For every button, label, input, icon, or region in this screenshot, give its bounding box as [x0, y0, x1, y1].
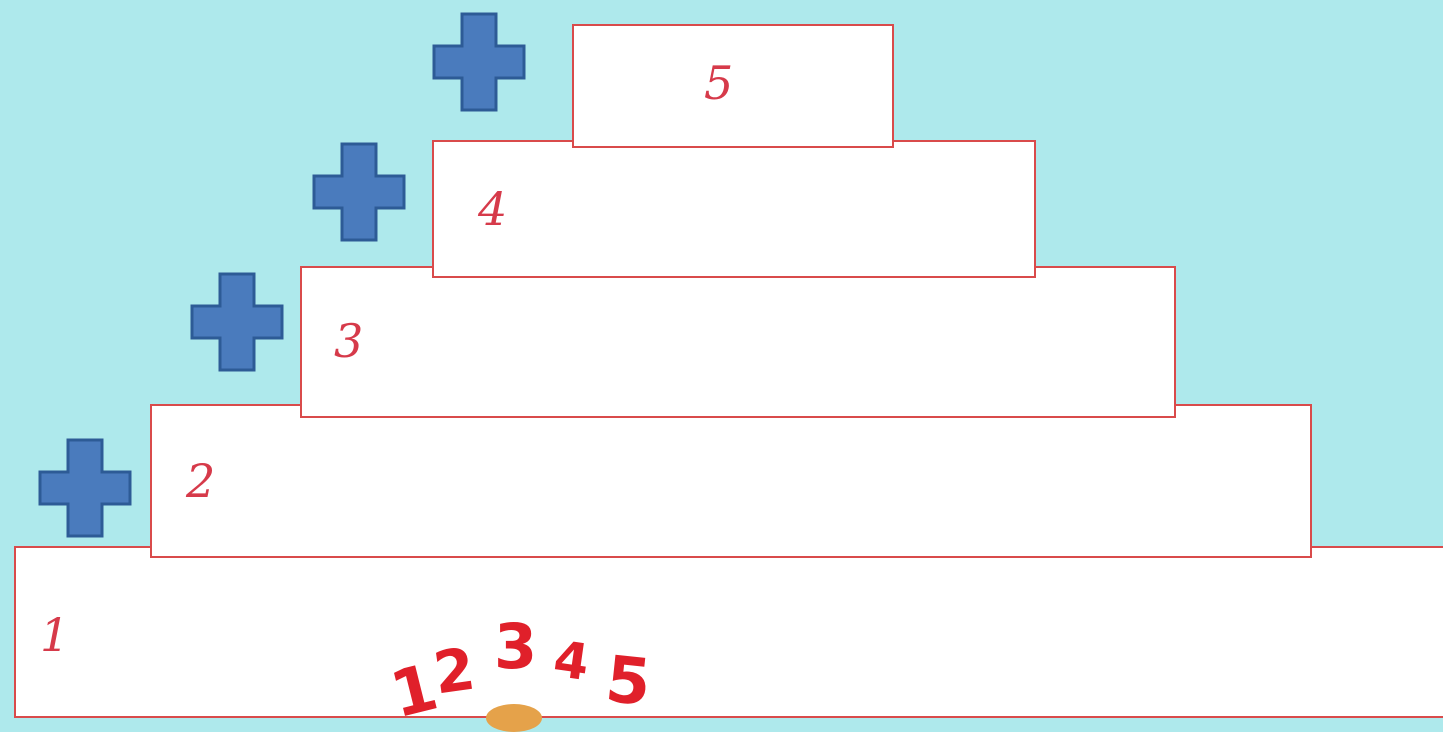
plus-icon — [38, 438, 132, 538]
step-1: 1 — [14, 546, 1443, 718]
plus-icon — [312, 142, 406, 242]
sticker-digit-3: 3 — [494, 616, 537, 678]
plus-icon — [190, 272, 284, 372]
step-1-number: 1 — [40, 612, 69, 658]
step-5: 5 — [572, 24, 894, 148]
step-5-number: 5 — [704, 60, 733, 106]
sticker-digit-4: 4 — [551, 634, 592, 688]
step-2-number: 2 — [186, 458, 215, 504]
sticker-character-head — [486, 704, 542, 732]
sticker-digit-2: 2 — [430, 639, 478, 702]
sticker-digit-5: 5 — [603, 648, 654, 716]
plus-icon-shape — [190, 272, 284, 372]
plus-icon-shape — [432, 12, 526, 112]
step-4: 4 — [432, 140, 1036, 278]
step-2: 2 — [150, 404, 1312, 558]
plus-icon-shape — [312, 142, 406, 242]
step-4-number: 4 — [478, 186, 507, 232]
step-3: 3 — [300, 266, 1176, 418]
step-3-number: 3 — [334, 318, 363, 364]
counting-sticker: 1 2 3 4 5 — [392, 612, 682, 718]
plus-icon-shape — [38, 438, 132, 538]
plus-icon — [432, 12, 526, 112]
